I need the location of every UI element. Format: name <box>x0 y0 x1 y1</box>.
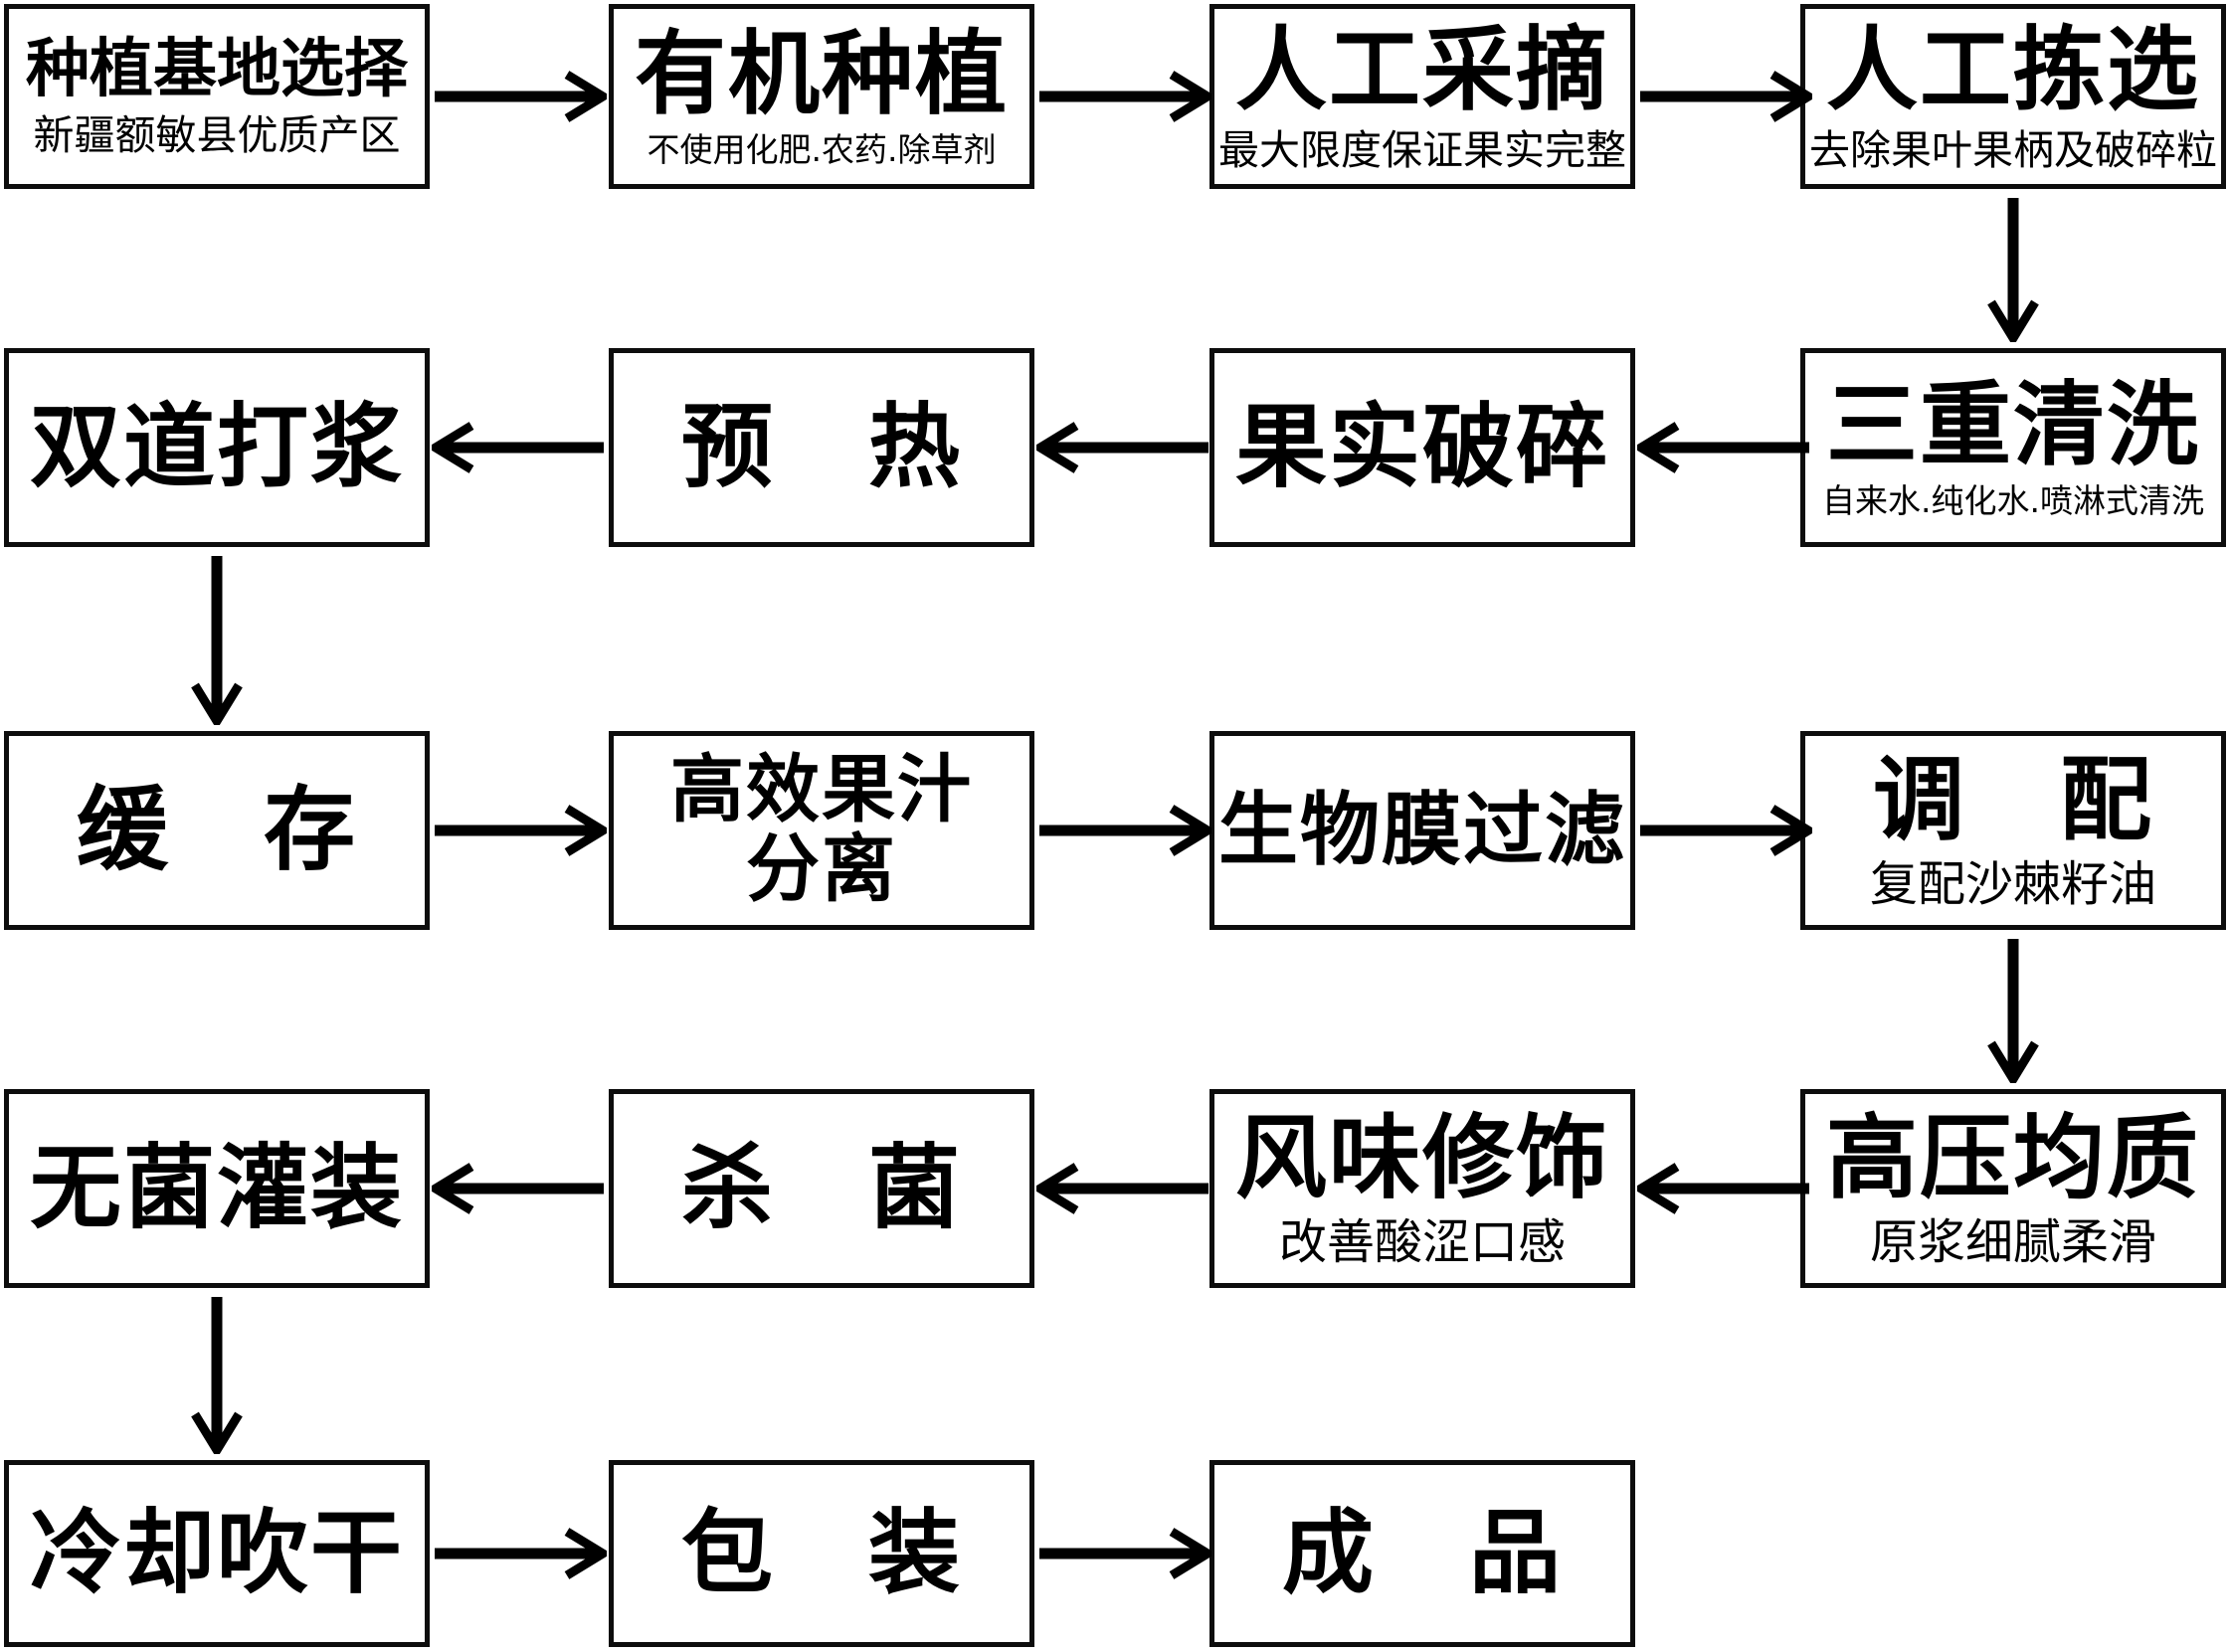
arrow-right-icon <box>1039 805 1211 856</box>
node-title: 调 配 <box>1872 747 2153 854</box>
node-homogenization: 高压均质 原浆细腻柔滑 <box>1800 1089 2226 1288</box>
node-flavor: 风味修饰 改善酸涩口感 <box>1209 1089 1635 1288</box>
node-organic: 有机种植 不使用化肥.农药.除草剂 <box>609 4 1034 189</box>
node-title: 风味修饰 <box>1234 1105 1609 1212</box>
node-title: 缓 存 <box>76 777 357 884</box>
node-cooling: 冷却吹干 <box>4 1460 430 1647</box>
node-title: 杀 菌 <box>680 1135 962 1242</box>
node-subtitle: 原浆细腻柔滑 <box>1869 1214 2156 1271</box>
arrow-right-icon <box>435 805 607 856</box>
node-subtitle: 去除果叶果柄及破碎粒 <box>1809 126 2217 175</box>
node-title: 冷却吹干 <box>29 1500 404 1607</box>
node-title: 高效果汁 分离 <box>670 747 973 912</box>
arrow-left-icon <box>1036 1163 1208 1214</box>
node-pulping: 双道打浆 <box>4 348 430 547</box>
node-picking: 人工采摘 最大限度保证果实完整 <box>1209 4 1635 189</box>
arrow-right-icon <box>1039 71 1211 122</box>
arrow-right-icon <box>435 71 607 122</box>
node-title: 人工采摘 <box>1234 16 1609 123</box>
arrow-left-icon <box>1637 1163 1809 1214</box>
node-title: 预 热 <box>680 394 962 501</box>
arrow-right-icon <box>1039 1528 1211 1579</box>
node-title: 高压均质 <box>1825 1105 2200 1212</box>
arrow-right-icon <box>435 1528 607 1579</box>
arrow-left-icon <box>432 422 604 473</box>
node-title: 三重清洗 <box>1825 372 2200 478</box>
node-subtitle: 改善酸涩口感 <box>1278 1214 1566 1271</box>
node-title: 成 品 <box>1281 1500 1563 1607</box>
node-washing: 三重清洗 自来水.纯化水.喷淋式清洗 <box>1800 348 2226 547</box>
node-sorting: 人工拣选 去除果叶果柄及破碎粒 <box>1800 4 2226 189</box>
node-subtitle: 不使用化肥.农药.除草剂 <box>647 130 997 170</box>
node-title: 无菌灌装 <box>29 1135 404 1242</box>
node-title: 包 装 <box>680 1500 962 1607</box>
node-title: 生物膜过滤 <box>1218 783 1626 876</box>
node-preheat: 预 热 <box>609 348 1034 547</box>
node-finished: 成 品 <box>1209 1460 1635 1647</box>
node-filling: 无菌灌装 <box>4 1089 430 1288</box>
node-subtitle: 最大限度保证果实完整 <box>1218 126 1626 175</box>
arrow-right-icon <box>1640 71 1812 122</box>
node-title: 双道打浆 <box>29 394 404 501</box>
node-title: 有机种植 <box>634 21 1009 127</box>
arrow-down-icon <box>1987 198 2039 342</box>
node-title: 人工拣选 <box>1825 16 2200 123</box>
node-sterilize: 杀 菌 <box>609 1089 1034 1288</box>
node-buffer: 缓 存 <box>4 731 430 930</box>
arrow-down-icon <box>191 556 243 725</box>
node-title: 种植基地选择 <box>26 32 408 106</box>
node-title: 果实破碎 <box>1234 394 1609 501</box>
node-separation: 高效果汁 分离 <box>609 731 1034 930</box>
node-packaging: 包 装 <box>609 1460 1034 1647</box>
arrow-left-icon <box>1036 422 1208 473</box>
node-subtitle: 复配沙棘籽油 <box>1869 856 2156 913</box>
arrow-left-icon <box>1637 422 1809 473</box>
node-base: 种植基地选择 新疆额敏县优质产区 <box>4 4 430 189</box>
node-blending: 调 配 复配沙棘籽油 <box>1800 731 2226 930</box>
arrow-right-icon <box>1640 805 1812 856</box>
arrow-left-icon <box>432 1163 604 1214</box>
node-filtration: 生物膜过滤 <box>1209 731 1635 930</box>
node-crushing: 果实破碎 <box>1209 348 1635 547</box>
arrow-down-icon <box>1987 939 2039 1083</box>
node-subtitle: 新疆额敏县优质产区 <box>33 111 401 160</box>
arrow-down-icon <box>191 1297 243 1454</box>
node-subtitle: 自来水.纯化水.喷淋式清洗 <box>1822 481 2204 521</box>
